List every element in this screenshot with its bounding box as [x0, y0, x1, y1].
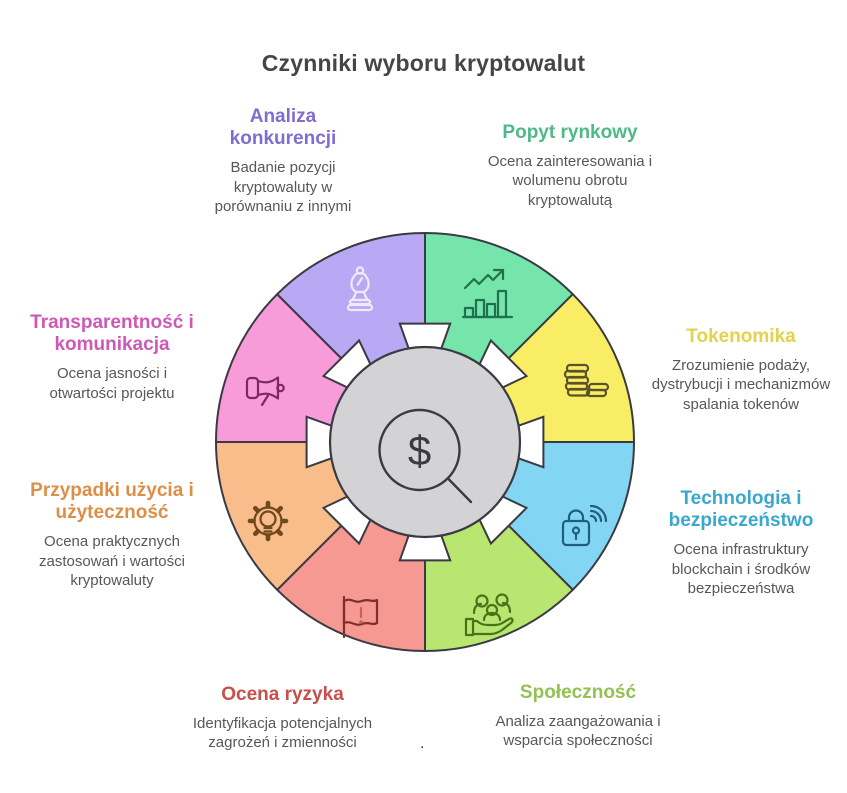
factor-title: Społeczność — [519, 682, 637, 703]
factor-description: Ocena infrastruktury blockchain i środkó… — [671, 541, 811, 597]
center-circle — [328, 345, 522, 539]
factor-title: Tokenomika — [686, 326, 796, 347]
dollar-symbol: $ — [408, 427, 431, 474]
factor-spolecznosc: Społeczność Analiza zaangażowania i wspa… — [488, 682, 668, 751]
factor-description: Ocena zainteresowania i wolumenu obrotu … — [487, 153, 653, 209]
page-title: Czynniki wyboru kryptowalut — [261, 50, 586, 76]
megaphone-icon — [245, 376, 285, 407]
factor-title: Popyt rynkowy — [502, 122, 638, 143]
factor-title: Ocena ryzyka — [221, 684, 344, 705]
factor-description: Analiza zaangażowania i wsparcia społecz… — [495, 713, 661, 750]
factor-title: Transparentność i komunikacja — [30, 312, 194, 356]
factor-technologia-i-bezpieczenstwo: Technologia i bezpieczeństwo Ocena infra… — [643, 488, 839, 598]
factor-title: Analiza konkurencji — [229, 106, 337, 150]
factor-description: Identyfikacja potencjalnych zagrożeń i z… — [192, 715, 373, 752]
factor-description: Zrozumienie podaży, dystrybucji i mechan… — [651, 357, 831, 413]
community-hand-icon — [464, 593, 514, 637]
factor-popyt-rynkowy: Popyt rynkowy Ocena zainteresowania i wo… — [470, 122, 670, 210]
factor-transparentnosc-i-komunikacja: Transparentność i komunikacja Ocena jasn… — [22, 312, 202, 403]
chess-bishop-icon — [346, 266, 374, 312]
coin-stacks-icon — [563, 363, 610, 398]
dollar-magnifier-icon: $ — [378, 408, 473, 504]
factor-analiza-konkurencji: Analiza konkurencji Badanie pozycji kryp… — [198, 106, 368, 216]
factor-description: Badanie pozycji kryptowaluty w porównani… — [214, 159, 352, 215]
factor-ocena-ryzyka: Ocena ryzyka Identyfikacja potencjalnych… — [190, 684, 375, 753]
factor-tokenomika: Tokenomika Zrozumienie podaży, dystrybuc… — [643, 326, 839, 414]
factor-description: Ocena praktycznych zastosowań i wartości… — [39, 533, 185, 589]
factor-przypadki-uzycia: Przypadki użycia i użyteczność Ocena pra… — [22, 480, 202, 590]
factor-description: Ocena jasności i otwartości projektu — [49, 365, 175, 402]
gear-bulb-icon — [247, 500, 289, 542]
factor-title: Przypadki użycia i użyteczność — [30, 480, 194, 524]
stray-dot: . — [420, 735, 425, 752]
lock-signal-icon — [561, 504, 608, 547]
factor-title: Technologia i bezpieczeństwo — [668, 488, 814, 532]
warning-flag-icon — [342, 595, 379, 639]
trend-chart-icon — [461, 268, 514, 319]
